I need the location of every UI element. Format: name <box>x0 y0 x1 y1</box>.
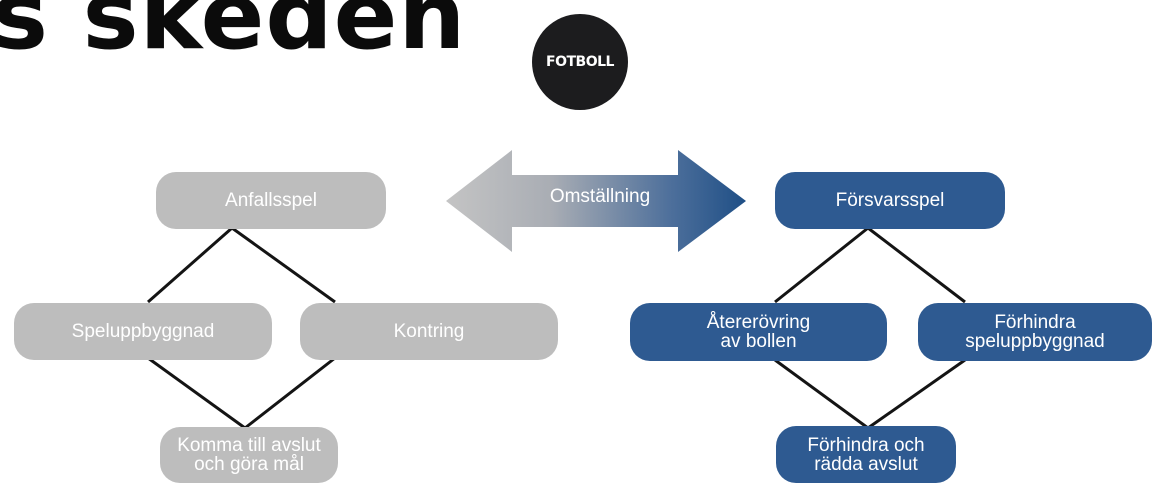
node-komma-till-avslut: Komma till avslut och göra mål <box>160 427 338 483</box>
node-label-line1: Förhindra och <box>807 434 925 456</box>
node-label-line2: speluppbyggnad <box>965 331 1105 352</box>
node-label-line1: Förhindra <box>994 312 1076 333</box>
node-forhindra-speluppbyggnad: Förhindra speluppbyggnad <box>918 303 1152 361</box>
node-label: Anfallsspel <box>225 190 317 211</box>
connector-line <box>147 356 246 430</box>
node-kontring: Kontring <box>300 303 558 360</box>
node-label-line2: och göra mål <box>194 454 304 475</box>
fotboll-logo: FOTBOLL <box>532 14 628 110</box>
node-anfallsspel: Anfallsspel <box>156 172 386 229</box>
node-label-line1: Komma till avslut <box>177 435 321 456</box>
node-label: Speluppbyggnad <box>71 321 215 342</box>
node-forhindra-och-radda: Förhindra och rädda avslut <box>776 426 956 483</box>
connector-line <box>244 356 336 430</box>
connector-line <box>774 226 869 304</box>
connector-line <box>147 226 233 304</box>
node-label: Kontring <box>393 321 465 342</box>
connector-line <box>867 358 966 430</box>
logo-text: FOTBOLL <box>546 54 614 70</box>
node-label-line2: av bollen <box>720 331 797 352</box>
connector-line <box>867 226 966 304</box>
node-label-line2: rädda avslut <box>814 453 918 475</box>
double-arrow-icon <box>446 150 746 252</box>
connector-line <box>231 226 336 304</box>
node-speluppbyggnad: Speluppbyggnad <box>14 303 272 360</box>
node-forsvarsspel: Försvarsspel <box>775 172 1005 229</box>
node-atererovring: Återerövring av bollen <box>630 303 887 361</box>
node-label: Försvarsspel <box>835 190 945 211</box>
transition-label: Omställning <box>549 186 651 207</box>
page-title: s skeden <box>0 0 467 71</box>
node-label-line1: Återerövring <box>706 312 811 333</box>
connector-line <box>774 358 869 430</box>
